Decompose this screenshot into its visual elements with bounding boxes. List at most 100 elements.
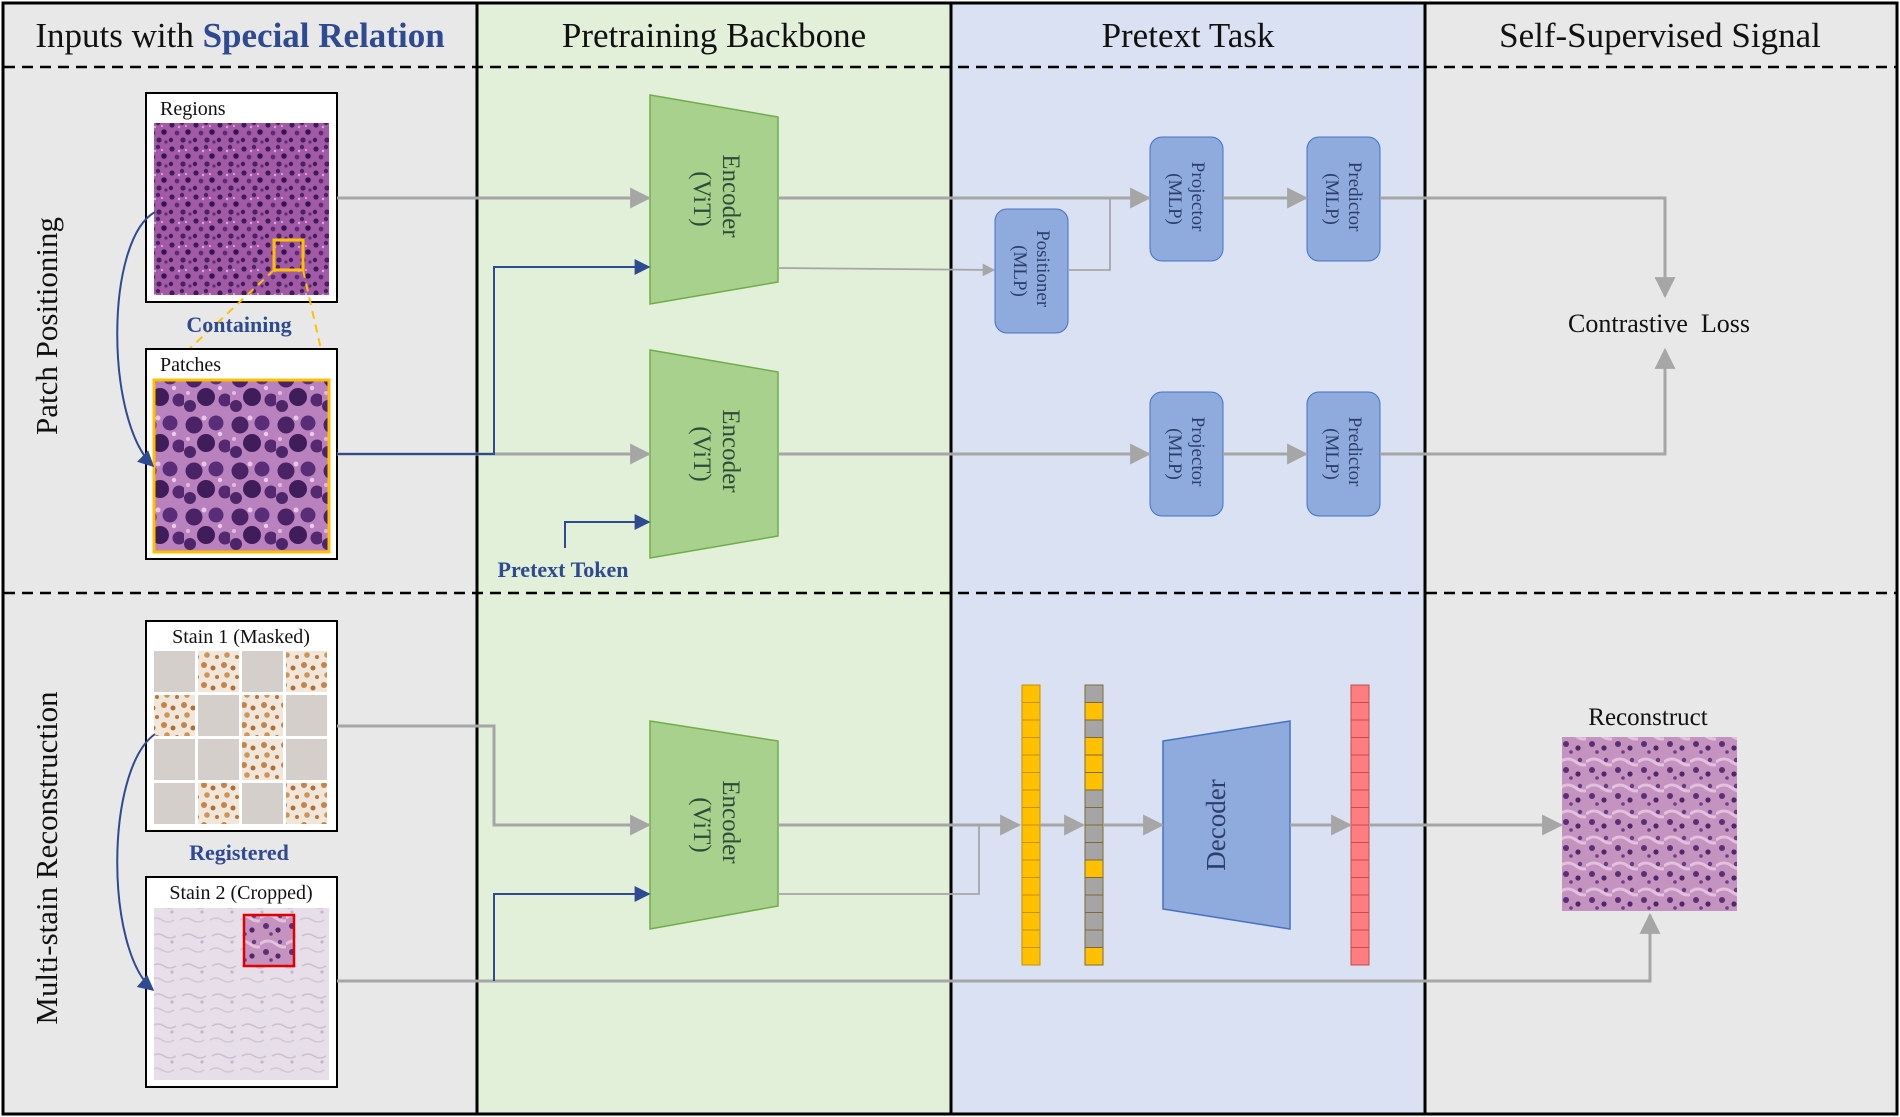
token-cell <box>1084 772 1104 791</box>
token-cell <box>1084 807 1104 826</box>
svg-text:Encoder (ViT): Encoder (ViT) <box>688 154 744 244</box>
stain2-crop-box <box>242 913 296 968</box>
svg-text:Predictor (MLP): Predictor (MLP) <box>1321 417 1365 491</box>
token-cell <box>1021 929 1041 948</box>
pretext-token-label: Pretext Token <box>498 557 629 582</box>
header-backbone: Pretraining Backbone <box>562 16 866 55</box>
token-cell <box>1021 807 1041 826</box>
stain1-image-card: Stain 1 (Masked) <box>145 620 338 832</box>
token-cell <box>1350 789 1370 808</box>
row-label-patch-positioning: Patch Positioning <box>29 217 64 435</box>
predictor-mlp-bottom: Predictor (MLP) <box>1306 391 1381 517</box>
header-inputs: Inputs with Special Relation <box>35 16 444 55</box>
token-cell <box>1350 737 1370 756</box>
token-cell <box>1084 912 1104 931</box>
token-cell <box>1084 859 1104 878</box>
patch-location-box <box>272 238 305 272</box>
projector-mlp-bottom: Projector (MLP) <box>1149 391 1224 517</box>
token-cell <box>1350 719 1370 738</box>
token-cell <box>1021 859 1041 878</box>
patches-label: Patches <box>160 354 221 376</box>
token-cell <box>1350 702 1370 721</box>
token-cell <box>1350 912 1370 931</box>
token-cell <box>1084 754 1104 773</box>
token-cell <box>1084 947 1104 966</box>
relation-registered: Registered <box>189 840 289 865</box>
positioner-mlp: Positioner (MLP) <box>994 208 1069 334</box>
svg-text:Projector (MLP): Projector (MLP) <box>1164 417 1208 491</box>
encoder-regions: Encoder (ViT) <box>649 94 779 305</box>
token-cell <box>1021 824 1041 843</box>
token-cell <box>1084 737 1104 756</box>
relation-containing: Containing <box>186 312 291 337</box>
token-cell <box>1084 719 1104 738</box>
token-column-mixed <box>1084 684 1104 966</box>
relation-curve-arrow-2 <box>116 733 156 992</box>
token-cell <box>1350 894 1370 913</box>
token-cell <box>1350 877 1370 896</box>
svg-text:Predictor (MLP): Predictor (MLP) <box>1321 162 1365 236</box>
row2-connectors <box>337 724 1661 983</box>
reconstruct-label: Reconstruct <box>1588 704 1707 731</box>
token-cell <box>1021 947 1041 966</box>
regions-image <box>154 123 329 295</box>
regions-image-card: Regions <box>145 92 338 303</box>
reconstruct-image <box>1562 737 1737 911</box>
token-cell <box>1350 754 1370 773</box>
header-inputs-emphasis: Special Relation <box>203 16 445 55</box>
token-cell <box>1021 772 1041 791</box>
predictor-mlp-top: Predictor (MLP) <box>1306 136 1381 262</box>
svg-text:Projector (MLP): Projector (MLP) <box>1164 162 1208 236</box>
token-cell <box>1021 894 1041 913</box>
svg-text:Positioner (MLP): Positioner (MLP) <box>1009 230 1053 312</box>
token-column-encoded <box>1021 684 1041 966</box>
svg-text:Encoder (ViT): Encoder (ViT) <box>688 409 744 499</box>
token-cell <box>1350 772 1370 791</box>
patches-image <box>152 378 331 554</box>
token-cell <box>1350 824 1370 843</box>
svg-text:Encoder (ViT): Encoder (ViT) <box>688 780 744 870</box>
token-column-output <box>1350 684 1370 966</box>
contrastive-loss-label: Contrastive Loss <box>1568 309 1750 338</box>
token-cell <box>1021 789 1041 808</box>
stain2-image <box>154 908 329 1080</box>
header-pretext-task: Pretext Task <box>1102 16 1275 55</box>
token-cell <box>1350 842 1370 861</box>
token-cell <box>1021 842 1041 861</box>
relation-curve-arrow <box>116 211 156 468</box>
projector-mlp-top: Projector (MLP) <box>1149 136 1224 262</box>
token-cell <box>1350 859 1370 878</box>
token-cell <box>1084 824 1104 843</box>
token-cell <box>1084 877 1104 896</box>
token-cell <box>1084 684 1104 703</box>
token-cell <box>1350 929 1370 948</box>
stain2-label: Stain 2 (Cropped) <box>169 882 312 904</box>
token-cell <box>1021 912 1041 931</box>
token-cell <box>1084 894 1104 913</box>
token-cell <box>1021 719 1041 738</box>
token-cell <box>1350 947 1370 966</box>
token-cell <box>1021 684 1041 703</box>
decoder-block: Decoder <box>1162 720 1291 930</box>
encoder-patches: Encoder (ViT) <box>649 349 779 559</box>
stain1-label: Stain 1 (Masked) <box>172 626 310 648</box>
token-cell <box>1084 702 1104 721</box>
encoder-stain: Encoder (ViT) <box>649 720 779 930</box>
token-cell <box>1084 842 1104 861</box>
containing-guide <box>302 269 329 381</box>
token-cell <box>1084 789 1104 808</box>
token-cell <box>1350 807 1370 826</box>
token-cell <box>1021 737 1041 756</box>
regions-label: Regions <box>160 98 226 120</box>
column-signal-bg <box>1425 4 1896 1115</box>
token-cell <box>1021 754 1041 773</box>
row-label-multistain: Multi-stain Reconstruction <box>29 691 64 1025</box>
token-cell <box>1021 702 1041 721</box>
header-signal: Self-Supervised Signal <box>1499 16 1821 55</box>
row1-connectors <box>337 187 1676 548</box>
token-cell <box>1350 684 1370 703</box>
decoder-label: Decoder <box>1201 779 1231 870</box>
stain1-masked-grid <box>154 651 327 824</box>
patches-image-card: Patches <box>145 348 338 560</box>
